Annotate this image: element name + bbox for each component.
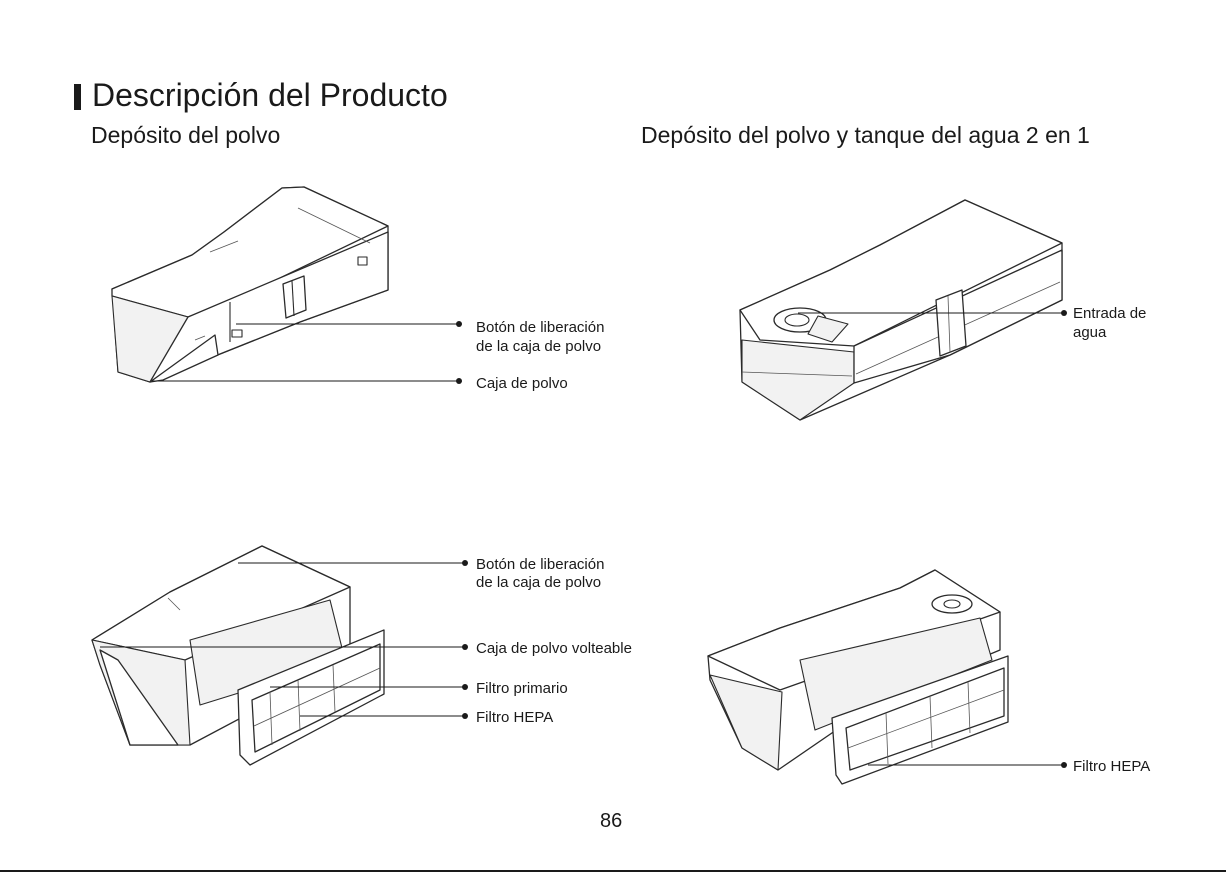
illustration-dust-bin-open <box>92 546 384 765</box>
callout-dust-box: Caja de polvo <box>476 374 568 393</box>
bottom-rule <box>0 870 1226 872</box>
callout-water-inlet-line1: Entrada de <box>1073 304 1146 323</box>
section-title-2in1-tank: Depósito del polvo y tanque del agua 2 e… <box>641 120 1090 150</box>
leader-lines <box>100 310 1067 768</box>
section-title-dust-bin: Depósito del polvo <box>91 120 280 150</box>
callout-release-button-line1-open: Botón de liberación <box>476 555 604 574</box>
illustration-dust-bin-closed <box>112 187 388 382</box>
illustration-2in1-tank-open <box>708 570 1008 784</box>
callout-hepa-filter-right: Filtro HEPA <box>1073 757 1150 776</box>
callout-flip-dust-box: Caja de polvo volteable <box>476 639 632 658</box>
callout-hepa-filter-left: Filtro HEPA <box>476 708 553 727</box>
callout-release-button-line1: Botón de liberación <box>476 318 604 337</box>
callout-water-inlet-line2: agua <box>1073 323 1106 342</box>
callout-release-button-line2-open: de la caja de polvo <box>476 573 601 592</box>
callout-primary-filter: Filtro primario <box>476 679 568 698</box>
callout-release-button-line2: de la caja de polvo <box>476 337 601 356</box>
illustration-2in1-tank-closed <box>740 200 1062 420</box>
page-title: Descripción del Producto <box>92 75 448 115</box>
title-accent-bar <box>74 84 81 110</box>
page-number: 86 <box>600 809 622 833</box>
